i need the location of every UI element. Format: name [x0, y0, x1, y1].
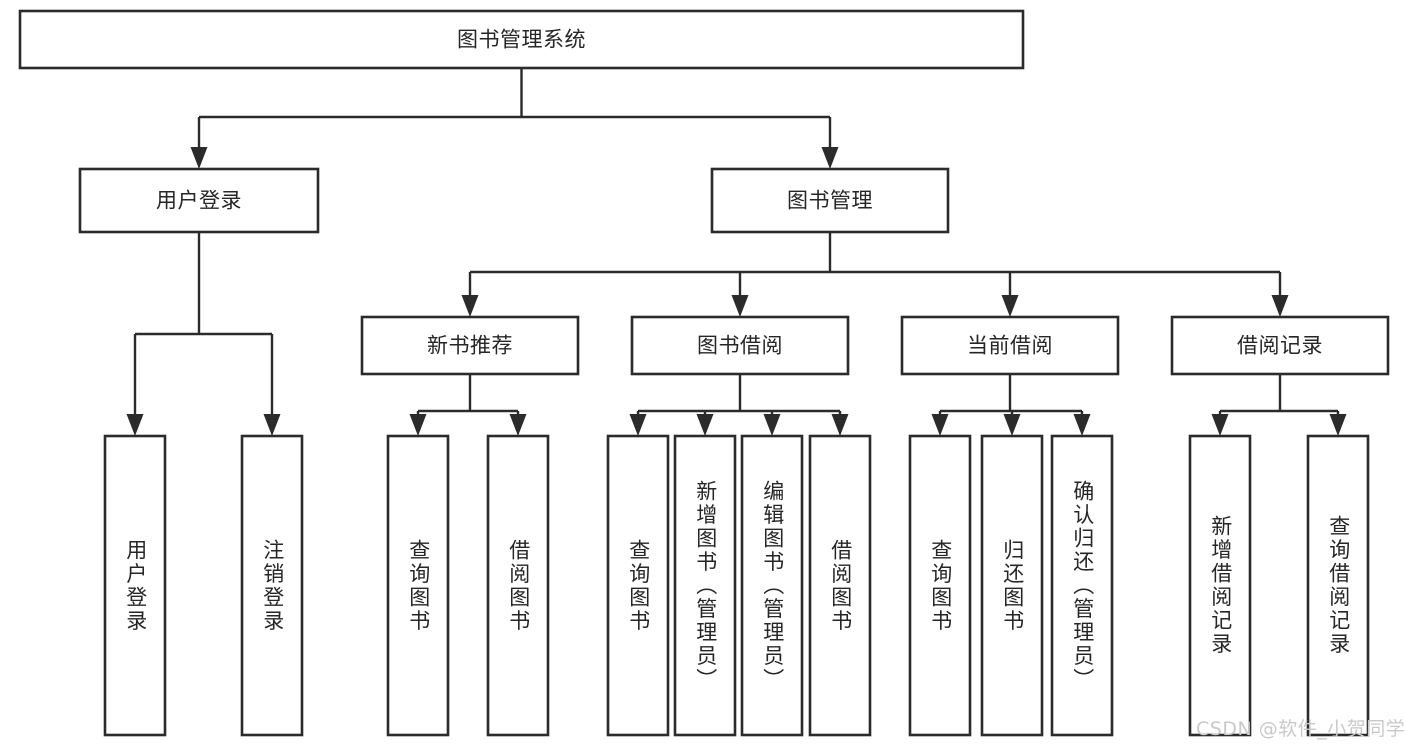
arrow-head-icon: [509, 414, 527, 436]
arrow-head-icon: [629, 414, 647, 436]
node-label-current-borrow: 当前借阅: [967, 334, 1053, 358]
node-label-borrow-record: 借阅记录: [1237, 334, 1323, 358]
arrow-head-icon: [821, 147, 839, 169]
node-label-book-borrow: 图书借阅: [697, 334, 783, 358]
arrow-head-icon: [1001, 295, 1019, 317]
node-box-leaf-add-book[interactable]: [673, 434, 737, 737]
arrow-head-icon: [1271, 295, 1289, 317]
node-box-leaf-query-book-current[interactable]: [908, 434, 972, 737]
node-label-user-login: 用户登录: [156, 189, 242, 213]
arrow-head-icon: [931, 414, 949, 436]
node-boxes-layer: [18, 9, 1390, 737]
node-label-root: 图书管理系统: [457, 28, 586, 52]
arrow-head-icon: [461, 295, 479, 317]
arrow-head-icon: [731, 295, 749, 317]
arrow-head-icon: [126, 414, 144, 436]
node-box-leaf-return-book[interactable]: [980, 434, 1044, 737]
node-box-user-login[interactable]: [78, 167, 320, 234]
arrow-head-icon: [1211, 414, 1229, 436]
arrow-head-icon: [831, 414, 849, 436]
node-box-leaf-query-borrow-record[interactable]: [1306, 434, 1370, 737]
node-box-leaf-borrow-book[interactable]: [808, 434, 872, 737]
node-box-new-book-recommend[interactable]: [360, 315, 580, 376]
node-box-borrow-record[interactable]: [1170, 315, 1390, 376]
node-box-book-manage[interactable]: [710, 167, 950, 234]
arrow-head-icon: [1073, 414, 1091, 436]
node-box-leaf-logout[interactable]: [240, 434, 304, 737]
node-box-book-borrow[interactable]: [630, 315, 850, 376]
arrow-head-icon: [1329, 414, 1347, 436]
connector-edges-layer: [126, 68, 1347, 436]
csdn-watermark: CSDN @软件_小贺同学: [1196, 718, 1405, 740]
arrow-head-icon: [409, 414, 427, 436]
node-box-leaf-user-login[interactable]: [103, 434, 167, 737]
node-label-new-book-recommend: 新书推荐: [427, 334, 513, 358]
node-box-leaf-query-book-borrow[interactable]: [606, 434, 670, 737]
arrow-head-icon: [1003, 414, 1021, 436]
arrow-head-icon: [696, 414, 714, 436]
node-box-leaf-borrow-book-recommend[interactable]: [486, 434, 550, 737]
node-label-book-manage: 图书管理: [787, 189, 873, 213]
node-box-leaf-edit-book[interactable]: [740, 434, 804, 737]
node-box-leaf-query-book-recommend[interactable]: [386, 434, 450, 737]
node-box-current-borrow[interactable]: [900, 315, 1120, 376]
node-box-leaf-confirm-return[interactable]: [1050, 434, 1114, 737]
arrow-head-icon: [190, 147, 208, 169]
node-box-root[interactable]: [18, 9, 1025, 70]
arrow-head-icon: [263, 414, 281, 436]
arrow-head-icon: [763, 414, 781, 436]
node-box-leaf-add-borrow-record[interactable]: [1188, 434, 1252, 737]
